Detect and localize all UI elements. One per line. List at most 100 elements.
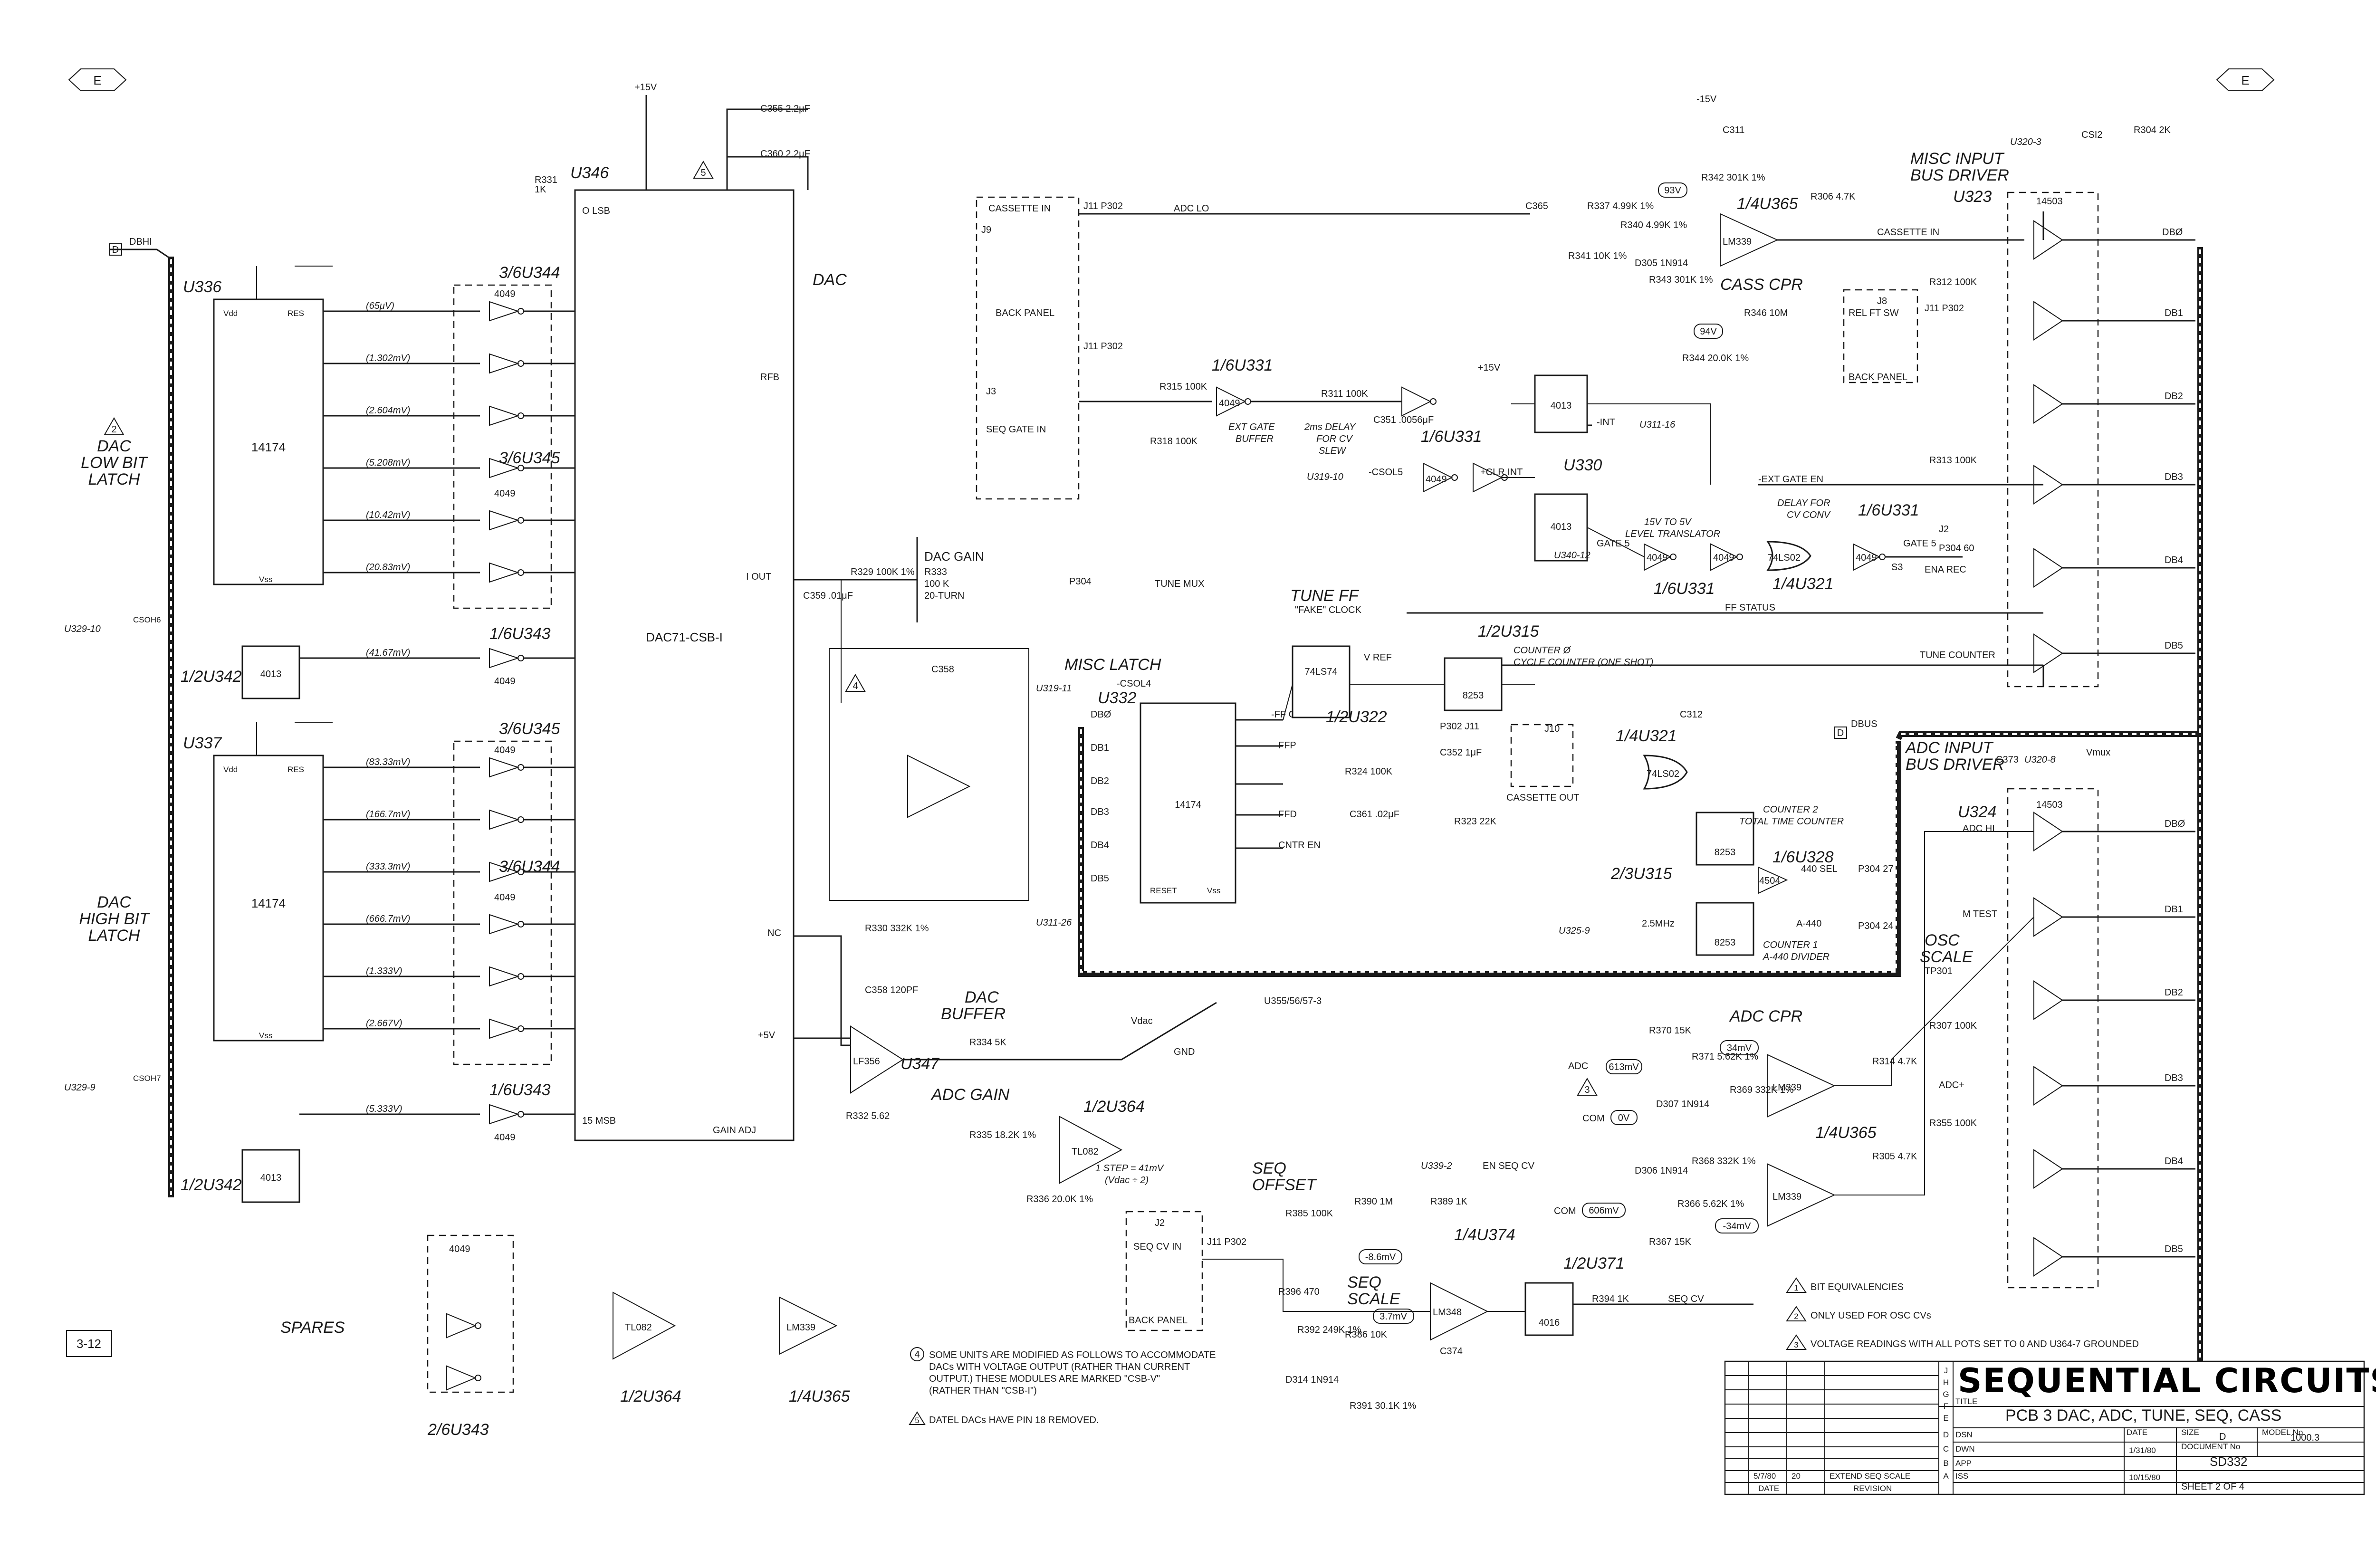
svg-text:REL FT SW: REL FT SW [1849,308,1899,318]
svg-text:COM: COM [1582,1113,1605,1124]
svg-text:CASS CPR: CASS CPR [1720,276,1803,294]
svg-text:Vdd: Vdd [223,765,238,774]
svg-text:LATCH: LATCH [88,927,140,945]
svg-text:U329-9: U329-9 [64,1082,96,1093]
svg-text:J2: J2 [1939,524,1949,535]
svg-text:J11 P302: J11 P302 [1207,1237,1246,1247]
svg-text:SEQ GATE IN: SEQ GATE IN [986,424,1046,435]
svg-text:R390 1M: R390 1M [1354,1196,1393,1207]
svg-text:C361 .02μF: C361 .02μF [1350,809,1399,820]
svg-text:HIGH BIT: HIGH BIT [79,910,150,928]
svg-text:SD332: SD332 [2210,1454,2248,1469]
svg-text:DB3: DB3 [2165,472,2183,482]
svg-text:1/2U342: 1/2U342 [181,1176,242,1194]
svg-text:SHEET 2 OF 4: SHEET 2 OF 4 [2181,1482,2244,1492]
svg-text:R343 301K 1%: R343 301K 1% [1649,275,1713,285]
svg-text:(1.302mV): (1.302mV) [366,353,410,363]
svg-text:CSI2: CSI2 [2081,130,2102,140]
svg-text:P304 27: P304 27 [1858,864,1894,874]
svg-text:DB1: DB1 [2165,308,2183,318]
svg-text:MISC INPUT: MISC INPUT [1910,150,2005,168]
svg-text:M TEST: M TEST [1963,909,1997,919]
svg-text:J9: J9 [981,225,991,235]
svg-text:R385 100K: R385 100K [1285,1208,1333,1219]
svg-text:J: J [1944,1366,1948,1375]
svg-text:U330: U330 [1563,456,1602,474]
svg-text:1/4U365: 1/4U365 [789,1387,850,1405]
svg-text:CASSETTE OUT: CASSETTE OUT [1506,793,1579,803]
svg-text:C351 .0056μF: C351 .0056μF [1373,415,1434,425]
svg-text:U311-26: U311-26 [1036,918,1072,928]
svg-text:4: 4 [853,681,858,691]
svg-text:R369 332K 1%: R369 332K 1% [1730,1085,1794,1095]
svg-text:CYCLE COUNTER (ONE SHOT): CYCLE COUNTER (ONE SHOT) [1514,657,1653,668]
svg-text:E: E [93,73,101,87]
svg-text:U325-9: U325-9 [1559,926,1590,936]
svg-text:(333.3mV): (333.3mV) [366,861,410,872]
svg-text:4049: 4049 [494,1132,516,1143]
svg-text:-EXT GATE EN: -EXT GATE EN [1758,474,1823,485]
chip-u342-a: 4013 1/2U342 [181,645,300,699]
svg-text:F: F [1944,1402,1948,1411]
svg-text:DAC: DAC [97,437,131,455]
svg-text:C359 .01μF: C359 .01μF [803,591,853,601]
svg-text:-CSOL5: -CSOL5 [1369,467,1403,478]
svg-text:P304: P304 [1069,576,1092,587]
svg-text:U323: U323 [1953,188,1992,206]
svg-text:C312: C312 [1680,709,1703,720]
dac-gain-pot: DAC GAIN R333 100 K 20-TURN R329 100K 1%… [794,537,984,622]
svg-text:DBHI: DBHI [129,237,152,247]
svg-text:DAC: DAC [97,893,131,911]
svg-text:5: 5 [700,168,706,178]
svg-text:GATE 5: GATE 5 [1903,538,1936,549]
zone-marker-left: E [68,68,127,91]
svg-text:U340-12: U340-12 [1554,550,1590,561]
svg-text:TL082: TL082 [625,1322,652,1333]
svg-text:MODEL No: MODEL No [2262,1428,2303,1437]
svg-text:(5.208mV): (5.208mV) [366,458,410,468]
svg-text:606mV: 606mV [1589,1205,1619,1216]
svg-text:J11 P302: J11 P302 [1083,341,1123,352]
level-translator: 15V TO 5V LEVEL TRANSLATOR 4049 4049 1/6… [1554,498,1974,598]
svg-text:R370 15K: R370 15K [1649,1025,1692,1036]
svg-text:P304 60: P304 60 [1939,543,1974,554]
svg-text:ADC CPR: ADC CPR [1729,1007,1802,1025]
svg-text:74LS02: 74LS02 [1647,769,1679,779]
svg-text:BACK PANEL: BACK PANEL [996,308,1054,318]
svg-text:PCB 3 DAC, ADC, TUNE, SEQ, CA: PCB 3 DAC, ADC, TUNE, SEQ, CASS [2005,1406,2281,1425]
svg-text:R335 18.2K 1%: R335 18.2K 1% [969,1130,1036,1140]
svg-text:TUNE MUX: TUNE MUX [1155,579,1204,589]
svg-text:A-440 DIVIDER: A-440 DIVIDER [1763,952,1830,962]
svg-text:TOTAL TIME COUNTER: TOTAL TIME COUNTER [1739,816,1844,827]
svg-text:94V: 94V [1700,326,1717,337]
svg-text:8253: 8253 [1715,847,1736,858]
spares: SPARES 4049 2/6U343 TL082 1/2U364 LM339 … [280,1234,850,1439]
svg-text:DAC: DAC [965,988,999,1006]
svg-text:1/6U343: 1/6U343 [489,625,551,643]
svg-text:1/6U343: 1/6U343 [489,1081,551,1099]
svg-text:14503: 14503 [2036,800,2063,810]
svg-text:14174: 14174 [251,440,286,454]
chip-u342-b: 4013 1/2U342 [181,1149,300,1203]
svg-text:R324 100K: R324 100K [1345,766,1393,777]
svg-text:D305 1N914: D305 1N914 [1635,258,1688,268]
svg-text:C: C [1943,1444,1949,1453]
svg-text:U324: U324 [1958,803,1996,821]
svg-text:ADC+: ADC+ [1939,1080,1964,1090]
svg-text:ENA REC: ENA REC [1925,564,1966,575]
svg-text:D306 1N914: D306 1N914 [1635,1166,1688,1176]
svg-text:DB4: DB4 [2165,555,2183,565]
svg-text:D: D [1837,728,1844,738]
svg-text:R391 30.1K 1%: R391 30.1K 1% [1350,1401,1416,1411]
svg-text:E: E [1943,1414,1948,1423]
svg-text:3-12: 3-12 [77,1337,101,1351]
svg-text:DB1: DB1 [2165,904,2183,915]
dac-buffer: LF356 U347 DAC BUFFER ADC GAIN R330 332K… [794,923,1322,1205]
svg-text:FOR CV: FOR CV [1316,434,1353,444]
chip-u323: MISC INPUT BUS DRIVER U323 14503 U320-3 … [1910,125,2195,688]
misc-wiring [256,266,2034,1312]
svg-text:DBØ: DBØ [2162,227,2183,238]
svg-text:ISS: ISS [1955,1472,1968,1481]
cass-cpr: LM339 1/4U365 CASS CPR R342 301K 1% -15V… [1525,94,2024,363]
svg-text:DB5: DB5 [1091,873,1109,884]
